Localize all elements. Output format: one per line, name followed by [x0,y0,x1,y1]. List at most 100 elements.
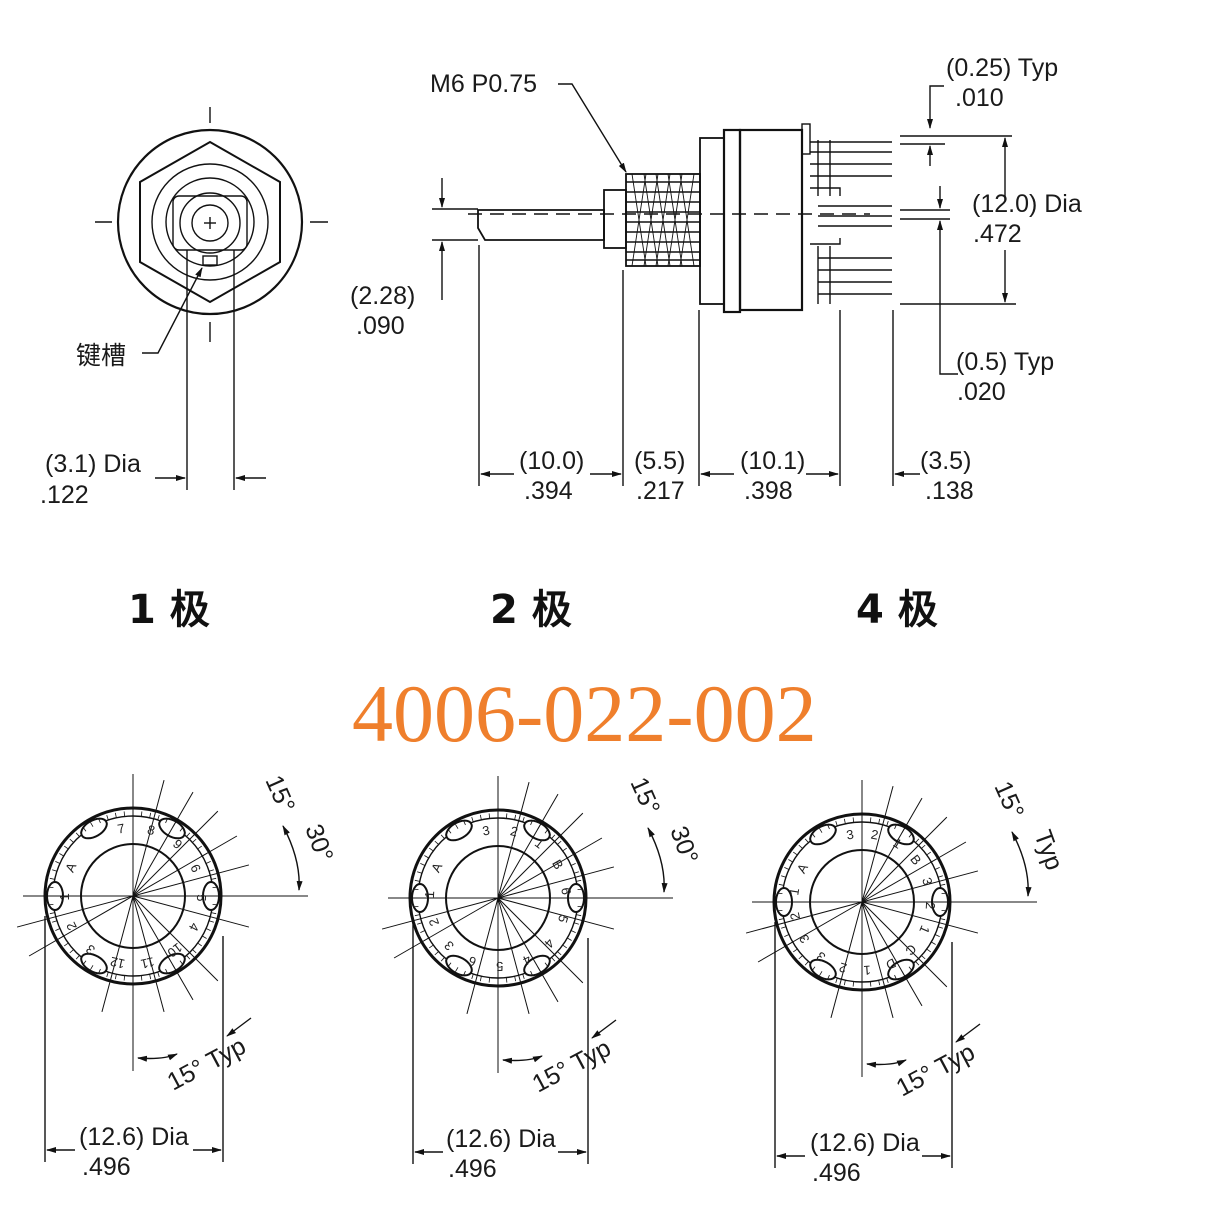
ring-tick [576,914,582,917]
ring-tick [551,957,556,962]
shaft-length-inch: .394 [524,477,573,505]
terminal-label: 6 [187,862,204,875]
ring-tick [908,832,913,838]
ring-tick [428,944,434,949]
angle-typ-label: 15° Typ [892,1038,980,1102]
ring-tick [123,811,126,817]
ring-tick [90,822,94,827]
ring-tick [157,971,160,977]
ring-tick [165,818,168,824]
ring-tick [798,844,803,849]
ring-tick [784,934,790,937]
terminal-label: 6 [558,887,574,896]
angle-line [132,895,219,982]
ring-tick [926,948,932,953]
angle-line [497,897,559,1003]
ring-tick [212,886,218,889]
angle-line [132,895,194,1001]
terminal-label: A [428,860,445,875]
ring-tick [82,826,87,832]
ring-tick [781,926,787,929]
ring-tick [447,828,452,834]
ring-tick [192,838,197,843]
shaft-length-metric: (10.0) [519,447,584,475]
ring-tick [463,820,466,826]
bushing-length-inch: .217 [636,477,685,505]
angle-b-label: 30° [299,820,338,865]
angle-line [861,797,923,903]
ring-tick [544,962,549,968]
pin-thickness-metric: (0.25) Typ [946,54,1058,82]
dia-metric: (12.6) Dia [79,1123,189,1151]
ring-tick [192,949,197,954]
ring-tick [557,951,562,956]
ring-tick [798,955,803,960]
terminal-label: 5 [496,959,504,974]
ring-tick [522,973,525,979]
pin-length-inch: .138 [925,477,974,505]
ring-tick [778,883,784,886]
ring-tick [908,966,913,972]
ring-tick [843,980,846,986]
terminal-label: 1 [916,923,933,936]
ring-tick [75,832,80,837]
ring-tick [937,926,943,929]
front-view: 键槽 (3.1) Dia .122 [40,107,328,509]
ring-tick [811,966,816,972]
terminal-label: 3 [845,827,855,843]
ring-tick [505,813,508,819]
ring-tick [179,960,184,966]
ring-tick [49,877,55,880]
angle-typ-label: 15° Typ [528,1034,616,1098]
angle-line [497,866,615,899]
terminal-label: 1 [57,893,72,900]
ring-tick [440,834,445,839]
ring-tick [576,879,582,882]
ring-tick [811,832,816,838]
ring-tick [140,811,143,817]
ring-tick [428,847,434,852]
ring-tick [530,970,533,976]
ring-tick [557,840,562,845]
ring-tick [211,912,217,915]
ring-tick [414,914,420,917]
ring-tick [827,824,830,830]
terminal-lug [445,819,473,842]
ring-tick [934,867,940,870]
ring-tick [211,877,217,880]
ring-tick [577,888,583,891]
ring-tick [573,871,579,874]
terminal-label: B [549,857,566,872]
angle-line [861,816,948,903]
ring-tick [941,909,947,912]
ring-tick [165,968,168,974]
ring-tick [420,863,426,866]
angle-line [497,897,615,930]
ring-tick [413,888,419,891]
angle-a-label: 15° [260,771,301,817]
ring-tick [82,960,87,966]
pin-width-metric: (0.5) Typ [956,348,1054,376]
terminal-label: D [884,955,899,973]
angle-line [861,841,967,903]
bushing-length-metric: (5.5) [634,447,685,475]
ring-tick [819,971,823,976]
angle-line [132,835,238,897]
terminal-label: 3 [796,932,813,946]
flat-depth-metric: (2.28) [350,282,415,310]
angle-a-label: 15° [625,773,666,819]
terminal-label: 4 [521,952,534,969]
ring-tick [179,826,184,832]
pole-label-1: 1 极 [128,587,210,633]
ring-tick [792,851,798,856]
ring-tick [937,875,943,878]
ring-tick [915,838,920,843]
ring-tick [447,962,452,968]
angle-line [132,895,165,1013]
ring-tick [52,869,58,872]
ring-tick [417,922,423,925]
terminal-label: 5 [555,913,571,924]
terminal-label: 2 [870,827,880,843]
ring-tick [455,967,459,972]
